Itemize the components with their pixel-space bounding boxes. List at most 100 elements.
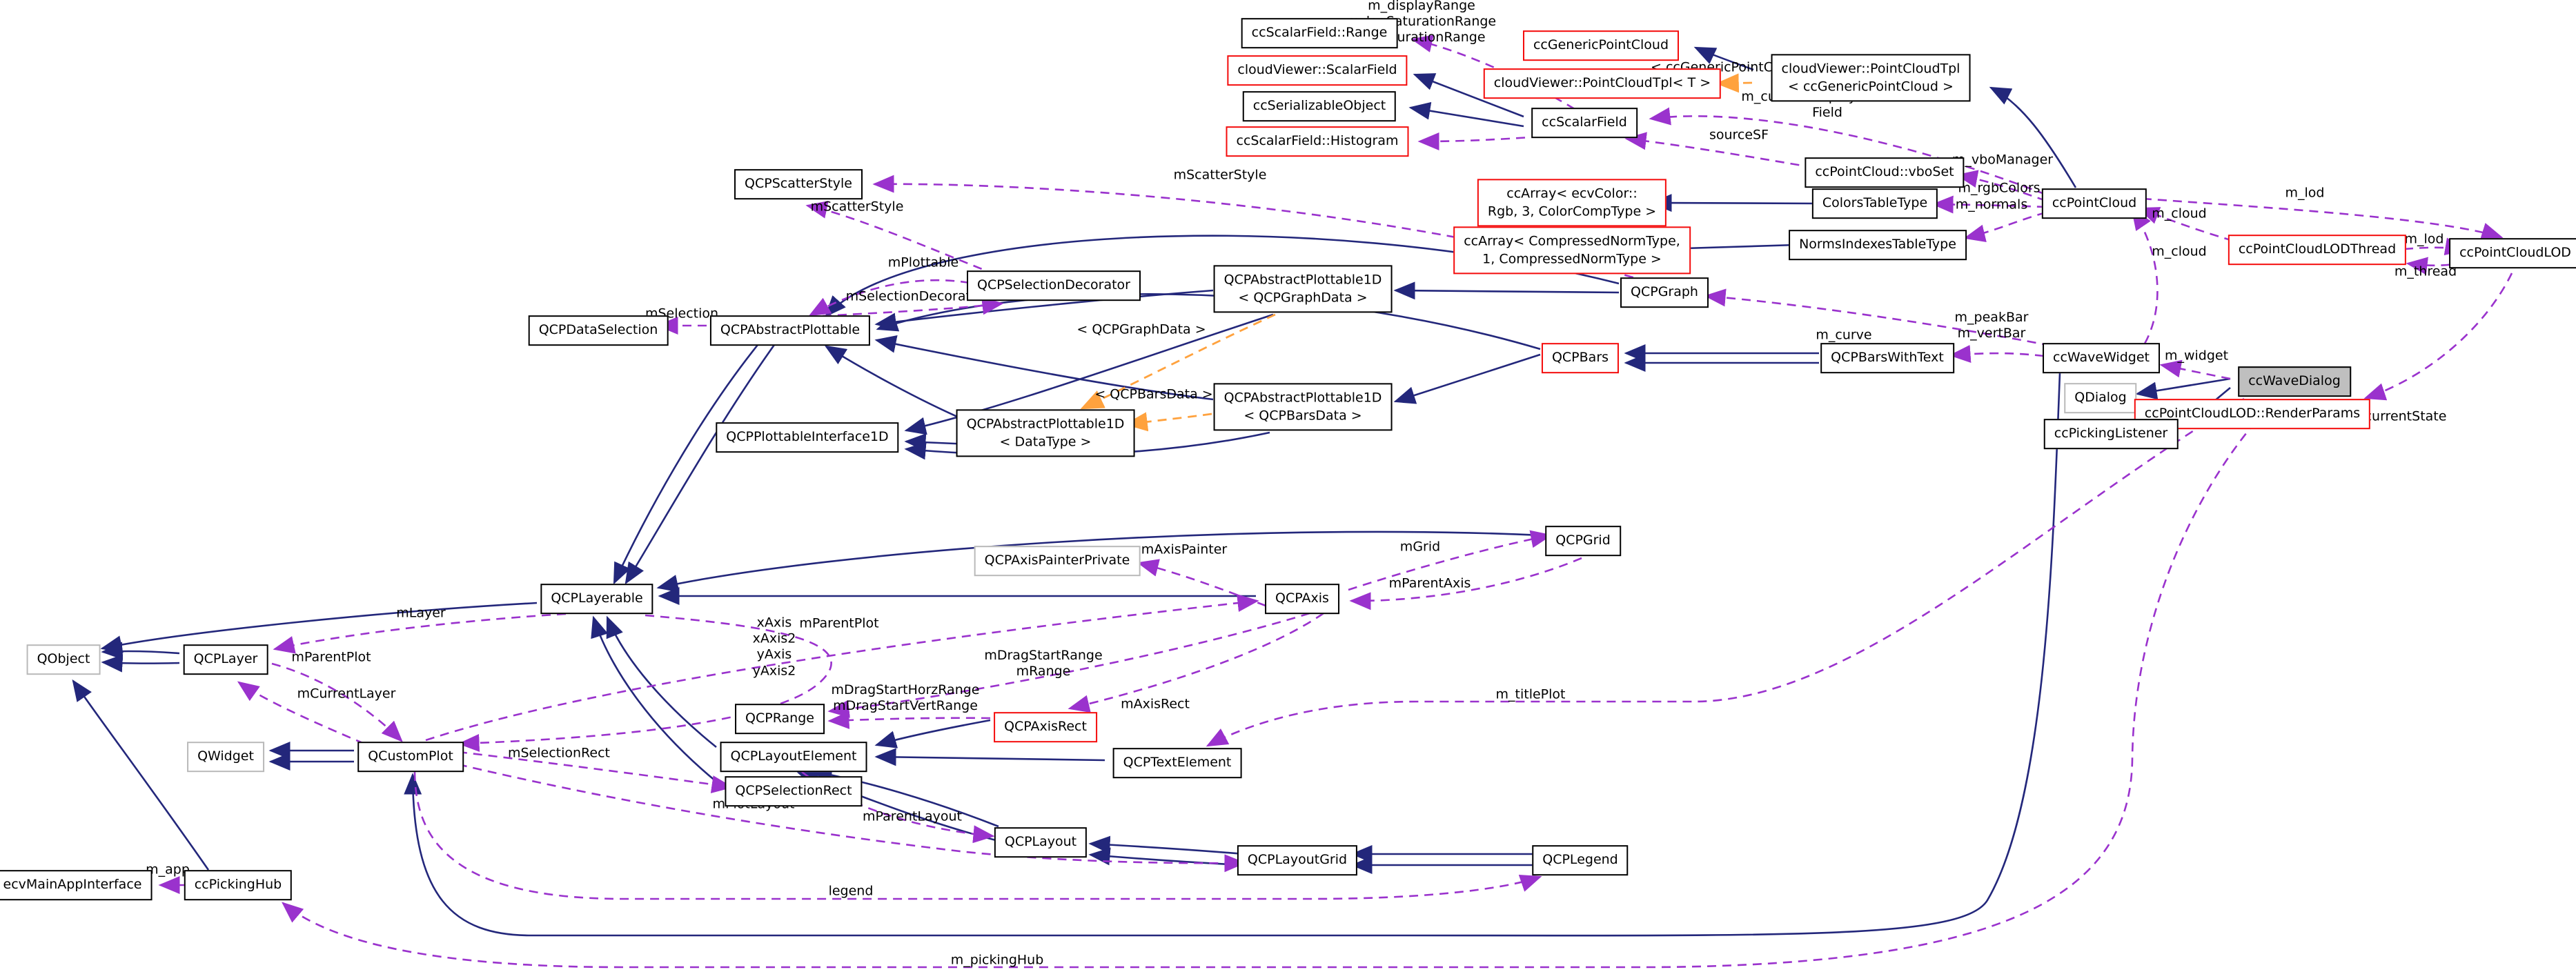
class-node-QCPLegend[interactable]: QCPLegend: [1532, 845, 1629, 875]
inherit-edge: [2135, 377, 2231, 400]
class-node-cloudViewer-ScalarField[interactable]: cloudViewer::ScalarField: [1227, 55, 1408, 86]
class-node-ccPointCloud-vboSet[interactable]: ccPointCloud::vboSet: [1805, 157, 1965, 188]
member-edge: [2131, 208, 2159, 344]
inherit-edge: [591, 615, 717, 783]
class-node-ColorsTableType[interactable]: ColorsTableType: [1811, 188, 1938, 219]
class-node-QDialog[interactable]: QDialog: [2064, 383, 2137, 413]
edge-label: mParentPlot: [291, 649, 371, 665]
class-node-QCPAbstractPlottable1D-QCPGraphData[interactable]: QCPAbstractPlottable1D < QCPGraphData >: [1213, 265, 1393, 313]
edge-label: mPlottable: [887, 255, 959, 270]
class-node-NormsIndexesTableType[interactable]: NormsIndexesTableType: [1789, 230, 1967, 260]
edge-label: mScatterStyle: [1173, 167, 1267, 183]
class-node-QCPGraph[interactable]: QCPGraph: [1620, 277, 1709, 308]
class-node-QCPSelectionRect[interactable]: QCPSelectionRect: [725, 776, 863, 806]
inherit-edge: [1088, 835, 1245, 855]
class-node-ccScalarField-Range[interactable]: ccScalarField::Range: [1241, 18, 1398, 48]
class-node-ecvMainAppInterface[interactable]: ecvMainAppInterface: [0, 870, 153, 900]
member-edge: [413, 771, 1542, 900]
class-node-ccPickingHub[interactable]: ccPickingHub: [184, 870, 293, 900]
class-node-QCPAbstractPlottable1D-DataType[interactable]: QCPAbstractPlottable1D < DataType >: [956, 409, 1135, 457]
class-node-QWidget[interactable]: QWidget: [187, 742, 264, 772]
edge-label: mAxisPainter: [1141, 542, 1228, 557]
class-node-QCPLayoutElement[interactable]: QCPLayoutElement: [720, 742, 867, 772]
edge-label: mGrid: [1399, 539, 1441, 555]
class-node-QCPBarsWithText[interactable]: QCPBarsWithText: [1820, 343, 1954, 373]
class-node-QCPLayoutGrid[interactable]: QCPLayoutGrid: [1237, 845, 1358, 875]
edge-label: m_app: [146, 862, 190, 877]
member-edge: [282, 399, 2277, 969]
member-edge: [2403, 237, 2467, 256]
edge-label: mDragStartHorzRange mDragStartVertRange: [831, 682, 980, 713]
edge-label: m_titlePlot: [1495, 686, 1566, 702]
class-node-ccWaveWidget[interactable]: ccWaveWidget: [2043, 343, 2160, 373]
class-node-cloudViewer-PointCloudTpl-ccGenericPointCloud[interactable]: cloudViewer::PointCloudTpl < ccGenericPo…: [1771, 54, 1971, 102]
class-node-QObject[interactable]: QObject: [26, 644, 101, 675]
inherit-edge: [1989, 86, 2077, 188]
class-node-QCustomPlot[interactable]: QCustomPlot: [357, 742, 464, 772]
edge-label: m_cloud: [2152, 244, 2207, 259]
member-edge: [458, 751, 734, 793]
inherit-edge: [606, 615, 717, 748]
class-node-QCPAxisRect[interactable]: QCPAxisRect: [994, 712, 1097, 742]
inherit-edge: [874, 335, 1214, 401]
class-node-cloudViewer-PointCloudTpl-T[interactable]: cloudViewer::PointCloudTpl< T >: [1483, 68, 1722, 99]
class-node-ccPointCloudLOD[interactable]: ccPointCloudLOD: [2449, 238, 2576, 268]
edge-label: mSelectionRect: [507, 745, 611, 761]
class-node-ccArray-CompressedNormType[interactable]: ccArray< CompressedNormType, 1, Compress…: [1453, 226, 1691, 275]
class-node-ccArray-ecvColor[interactable]: ccArray< ecvColor:: Rgb, 3, ColorCompTyp…: [1477, 179, 1667, 227]
member-edge: [827, 612, 1310, 718]
class-node-ccPickingListener[interactable]: ccPickingListener: [2043, 419, 2179, 449]
class-node-QCPGrid[interactable]: QCPGrid: [1545, 526, 1621, 556]
class-node-ccGenericPointCloud[interactable]: ccGenericPointCloud: [1522, 30, 1680, 61]
class-node-QCPTextElement[interactable]: QCPTextElement: [1112, 748, 1242, 778]
inherit-edge: [810, 766, 999, 828]
member-edge: [2137, 207, 2234, 242]
edge-label: m_rgbColors: [1958, 180, 2041, 196]
member-edge: [458, 763, 1246, 873]
edge-label: mDragStartRange mRange: [984, 647, 1103, 679]
edge-label: legend: [828, 883, 874, 899]
inherit-edge: [824, 345, 974, 425]
inherit-edge: [625, 344, 776, 585]
class-node-QCPAxisPainterPrivate[interactable]: QCPAxisPainterPrivate: [974, 546, 1141, 576]
member-edge: [1649, 107, 2047, 196]
inherit-edge: [1088, 847, 1245, 866]
inherit-edge: [874, 748, 1105, 766]
class-node-QCPRange[interactable]: QCPRange: [735, 704, 825, 734]
class-node-QCPSelectionDecorator[interactable]: QCPSelectionDecorator: [967, 270, 1141, 301]
class-node-QCPAxis[interactable]: QCPAxis: [1265, 584, 1339, 614]
edge-label: < QCPGraphData >: [1076, 321, 1206, 337]
member-edge: [1704, 288, 2052, 347]
class-node-QCPAbstractPlottable[interactable]: QCPAbstractPlottable: [709, 315, 871, 346]
member-edge: [808, 279, 970, 317]
class-node-ccScalarField[interactable]: ccScalarField: [1531, 108, 1638, 138]
member-edge: [1417, 132, 1541, 150]
edge-label: m_thread: [2394, 264, 2457, 279]
inherit-edge: [876, 293, 1541, 350]
class-node-ccSerializableObject[interactable]: ccSerializableObject: [1242, 91, 1397, 121]
edge-label: xAxis xAxis2 yAxis yAxis2: [752, 615, 796, 679]
inherit-edge: [1650, 194, 1820, 212]
inherit-edge: [404, 373, 2061, 937]
class-node-QCPLayer[interactable]: QCPLayer: [183, 644, 268, 675]
class-node-ccScalarField-Histogram[interactable]: ccScalarField::Histogram: [1226, 126, 1409, 157]
member-edge: [1956, 170, 2047, 202]
member-edge: [1949, 345, 2045, 363]
class-node-QCPDataSelection[interactable]: QCPDataSelection: [528, 315, 669, 346]
class-node-ccPointCloudLODThread[interactable]: ccPointCloudLODThread: [2228, 235, 2407, 265]
class-node-QCPAbstractPlottable1D-QCPBarsData[interactable]: QCPAbstractPlottable1D < QCPBarsData >: [1213, 383, 1393, 431]
member-edge: [1206, 397, 2245, 747]
class-node-ccPointCloud[interactable]: ccPointCloud: [2041, 188, 2147, 219]
class-node-QCPScatterStyle[interactable]: QCPScatterStyle: [734, 169, 863, 199]
class-node-QCPPlottableInterface1D[interactable]: QCPPlottableInterface1D: [716, 422, 899, 453]
edge-label: mParentLayout: [863, 809, 962, 824]
class-node-QCPBars[interactable]: QCPBars: [1541, 343, 1620, 373]
template-edge: [1080, 313, 1276, 410]
class-node-QCPLayerable[interactable]: QCPLayerable: [540, 584, 653, 614]
member-edge: [1349, 557, 1582, 611]
class-node-ccWaveDialog: ccWaveDialog: [2238, 366, 2351, 397]
inherit-edge: [1408, 101, 1524, 128]
class-node-QCPLayout[interactable]: QCPLayout: [994, 827, 1088, 857]
edge-label: m_vboManager: [1951, 152, 2054, 168]
